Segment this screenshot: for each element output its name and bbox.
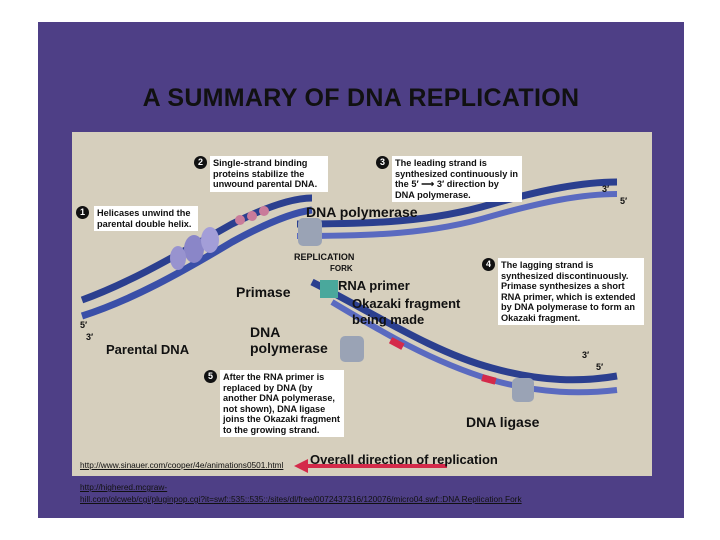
label-primase: Primase — [236, 284, 290, 300]
dna-polymerase-top-shape — [298, 218, 322, 246]
callout-number-2: 2 — [194, 156, 207, 169]
label-dna-ligase: DNA ligase — [466, 414, 539, 430]
label-5-prime-left: 5′ — [80, 320, 87, 330]
slide: A SUMMARY OF DNA REPLICATION — [38, 22, 684, 518]
label-5-prime-top: 5′ — [620, 196, 627, 206]
label-parental-dna: Parental DNA — [106, 342, 189, 357]
reference-link-2-line2[interactable]: hill.com/olcweb/cgi/pluginpop.cgi?it=swf… — [80, 494, 522, 504]
callout-number-5: 5 — [204, 370, 217, 383]
dna-ligase-shape — [512, 378, 534, 402]
ssb-protein — [235, 215, 245, 225]
label-okazaki-line2: being made — [352, 312, 424, 327]
label-okazaki-line1: Okazaki fragment — [352, 296, 460, 311]
label-dna-polymerase-left-1: DNA — [250, 324, 280, 340]
label-fork: FORK — [330, 264, 353, 273]
direction-arrowhead — [294, 459, 308, 473]
label-3-prime-top: 3′ — [602, 184, 609, 194]
callout-number-3: 3 — [376, 156, 389, 169]
helicase-shape-2 — [201, 227, 219, 253]
helicase-shape — [184, 235, 204, 263]
callout-leading-strand: The leading strand is synthesized contin… — [392, 156, 522, 202]
dna-polymerase-left-shape — [340, 336, 364, 362]
label-dna-polymerase-left-2: polymerase — [250, 340, 328, 356]
reference-link-1[interactable]: http://www.sinauer.com/cooper/4e/animati… — [80, 460, 283, 470]
label-3-prime-mid: 3′ — [582, 350, 589, 360]
label-rna-primer: RNA primer — [338, 278, 410, 293]
slide-title: A SUMMARY OF DNA REPLICATION — [38, 84, 684, 113]
label-5-prime-mid: 5′ — [596, 362, 603, 372]
label-overall-direction: Overall direction of replication — [310, 452, 498, 467]
callout-number-1: 1 — [76, 206, 89, 219]
label-3-prime-left: 3′ — [86, 332, 93, 342]
dna-replication-figure: 1 Helicases unwind the parental double h… — [72, 132, 652, 476]
callout-lagging-strand: The lagging strand is synthesized discon… — [498, 258, 644, 325]
reference-link-2[interactable]: http://highered.mcgraw- — [80, 482, 167, 492]
callout-dna-ligase: After the RNA primer is replaced by DNA … — [220, 370, 344, 437]
helicase-shape-3 — [170, 246, 186, 270]
ssb-protein-2 — [247, 211, 257, 221]
label-replication: REPLICATION — [294, 252, 354, 262]
callout-number-4: 4 — [482, 258, 495, 271]
label-dna-polymerase-top: DNA polymerase — [306, 204, 418, 220]
ssb-protein-3 — [259, 206, 269, 216]
reference-link-2-cont[interactable]: hill.com/olcweb/cgi/pluginpop.cgi?it=swf… — [80, 494, 522, 504]
callout-ssb-proteins: Single-strand binding proteins stabilize… — [210, 156, 328, 192]
rna-primer-mark-2 — [481, 374, 496, 384]
callout-helicases: Helicases unwind the parental double hel… — [94, 206, 198, 231]
reference-link-2-line1[interactable]: http://highered.mcgraw- — [80, 482, 167, 492]
primase-shape — [320, 280, 338, 298]
reference-link-1-text[interactable]: http://www.sinauer.com/cooper/4e/animati… — [80, 460, 283, 470]
